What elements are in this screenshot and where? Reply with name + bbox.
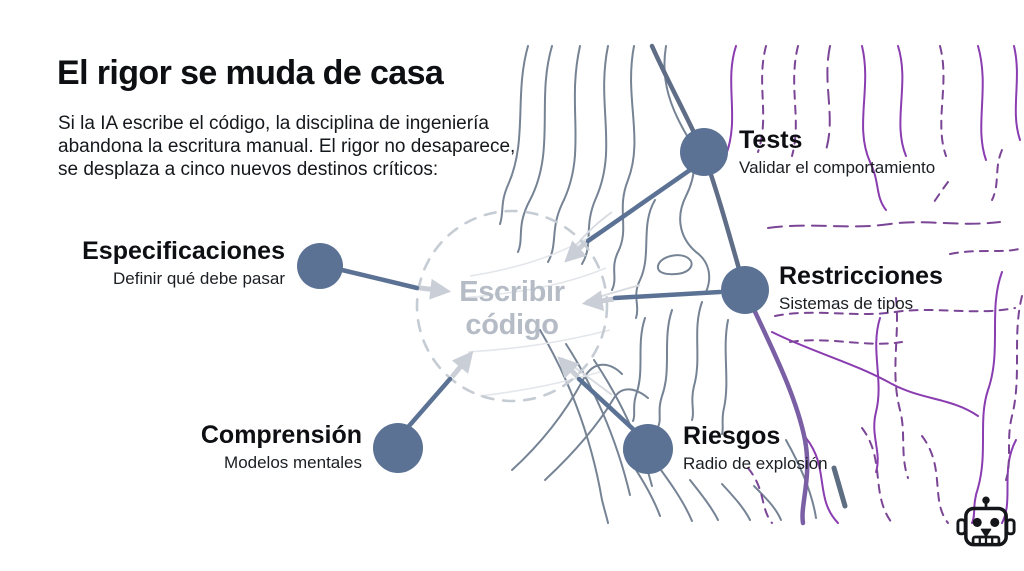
arrow-from-riesgos — [557, 356, 580, 379]
center-label-line-1: Escribir — [459, 276, 565, 308]
page-title: El rigor se muda de casa — [57, 54, 444, 92]
slide-subtitle: Si la IA escribe el código, la disciplin… — [58, 112, 558, 181]
node-title: Tests — [739, 126, 803, 154]
robot-skull-icon — [956, 496, 1016, 547]
subtitle-line-3: se desplaza a cinco nuevos destinos crít… — [58, 159, 439, 180]
purple-contour-lines-dashed — [747, 45, 1023, 524]
subtitle-line-2: abandona la escritura manual. El rigor n… — [58, 136, 516, 157]
center-label-line-2: código — [465, 309, 559, 341]
node-label-restricciones: Restricciones Sistemas de tipos — [779, 263, 1009, 314]
node-subtitle: Modelos mentales — [224, 453, 362, 472]
node-subtitle: Sistemas de tipos — [779, 294, 914, 313]
node-title: Comprensión — [200, 421, 362, 449]
node-dot-especificaciones — [297, 243, 343, 289]
arrow-from-restricciones — [581, 290, 615, 312]
central-dashed-circle — [415, 209, 609, 403]
node-label-tests: Tests Validar el comportamiento — [739, 127, 989, 178]
node-dot-restricciones — [721, 266, 769, 314]
ridge-line-lower — [742, 287, 810, 526]
connector-restricciones — [612, 289, 723, 301]
arrow-from-especificaciones — [419, 278, 452, 300]
node-label-comprension: Comprensión Modelos mentales — [160, 422, 362, 473]
flow-arrows — [419, 240, 615, 379]
center-circle-label: Escribir código — [402, 276, 622, 342]
connector-lines — [339, 167, 723, 432]
node-dot-riesgos — [623, 424, 673, 474]
node-label-riesgos: Riesgos Radio de explosión — [683, 423, 903, 474]
node-label-especificaciones: Especificaciones Definir qué debe pasar — [40, 238, 285, 289]
purple-contour-lines-solid — [725, 45, 1021, 524]
connector-especificaciones — [339, 267, 420, 291]
node-title: Restricciones — [779, 262, 943, 290]
subtitle-line-1: Si la IA escribe el código, la disciplin… — [58, 113, 489, 134]
node-title: Especificaciones — [82, 237, 285, 265]
thick-contour-segment — [831, 465, 848, 509]
node-subtitle: Radio de explosión — [683, 454, 828, 473]
connector-comprension — [406, 376, 453, 429]
connector-tests — [585, 167, 693, 244]
node-subtitle: Definir qué debe pasar — [112, 269, 285, 288]
node-dot-tests — [680, 128, 728, 176]
connector-riesgos — [576, 376, 636, 432]
arrow-from-comprension — [450, 350, 474, 379]
node-title: Riesgos — [683, 422, 781, 450]
node-dot-comprension — [373, 423, 423, 473]
arrow-from-tests — [564, 240, 588, 263]
node-dots — [297, 128, 769, 474]
faint-flow-lines — [461, 231, 611, 397]
node-subtitle: Validar el comportamiento — [739, 158, 936, 177]
